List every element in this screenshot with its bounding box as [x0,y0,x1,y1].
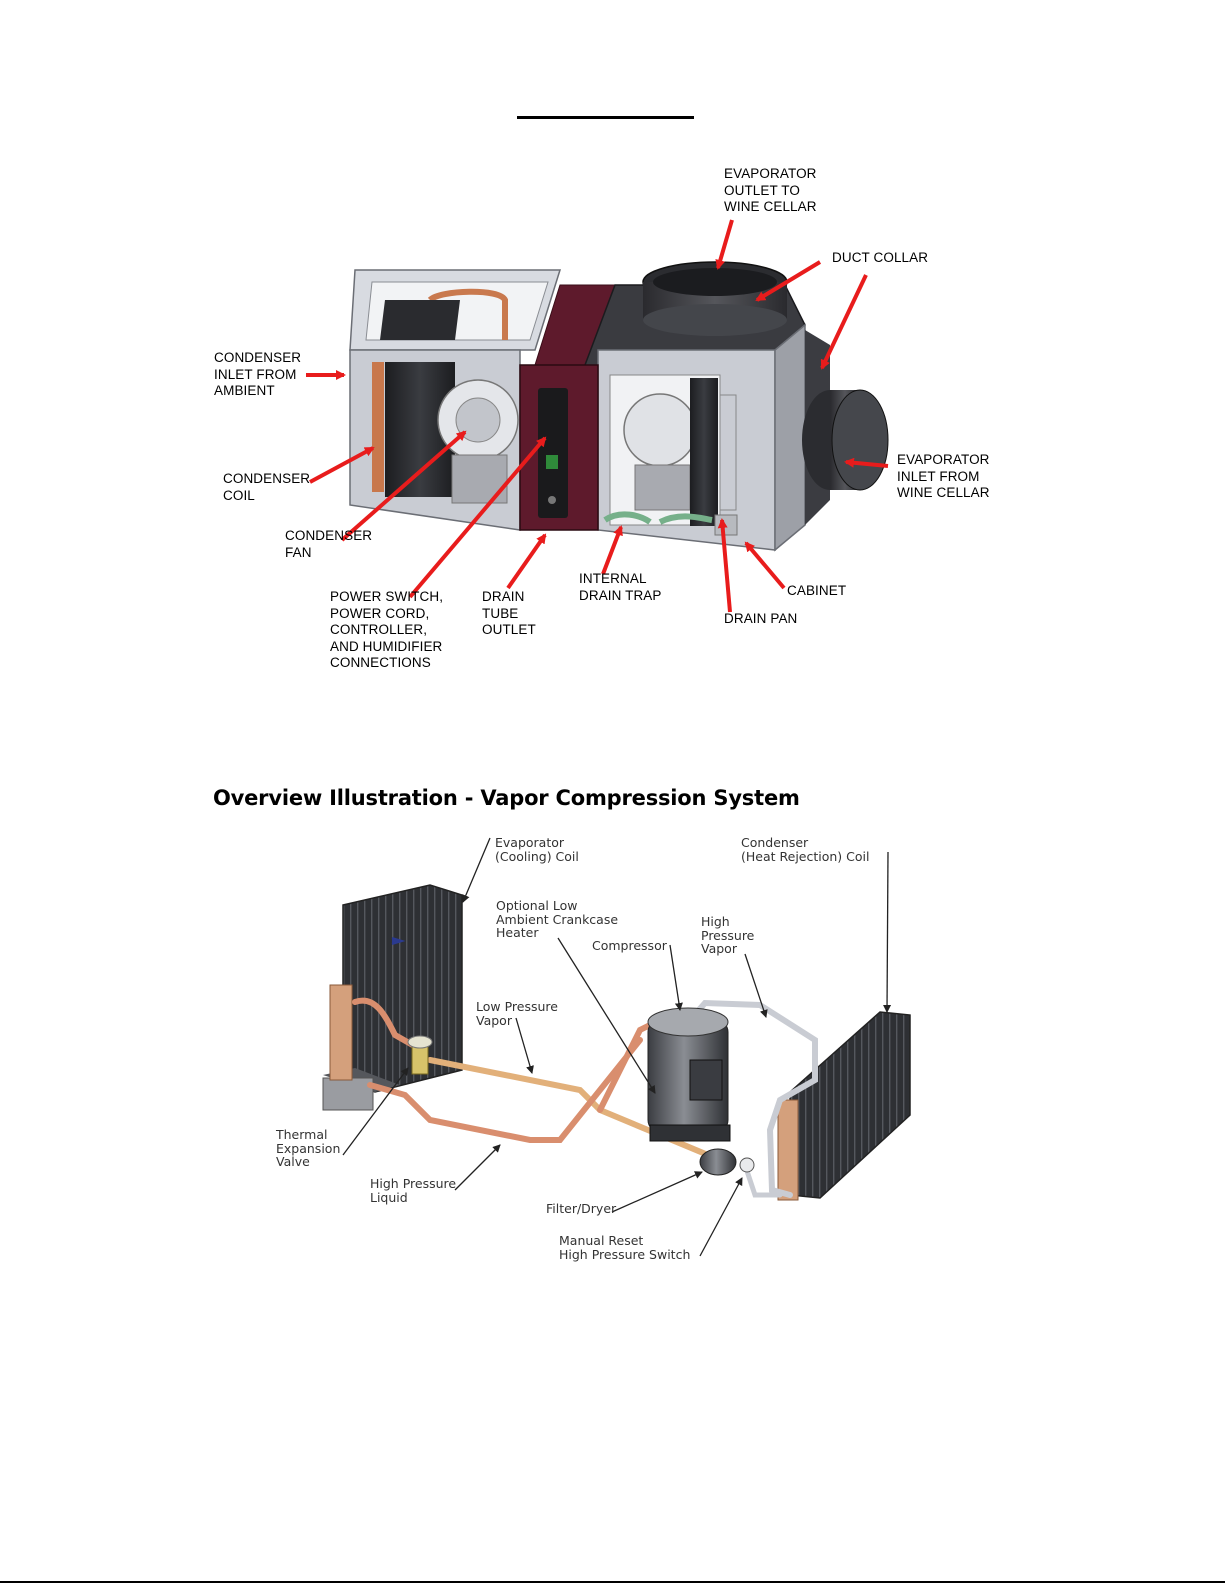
label-condenser-fan: CONDENSER FAN [285,528,373,560]
high-pressure-liquid-line [367,1037,643,1143]
arrow-condenser-coil [309,446,375,484]
label-high-pressure-liquid: High Pressure Liquid [370,1176,457,1205]
arrow-duct-collar-side [820,274,868,370]
label-power-switch: POWER SWITCH, POWER CORD, CONTROLLER, AN… [330,589,444,670]
arrow-drain-pan [717,518,732,613]
rear-fan-housing [380,300,460,340]
label-compressor: Compressor [592,938,667,953]
label-crankcase-heater: Optional Low Ambient Crankcase Heater [496,898,619,940]
arrow-power-switch [408,436,547,599]
label-low-pressure-vapor: Low Pressure Vapor [476,999,558,1028]
fan-motor-mount [451,454,508,504]
arrow-condenser-fan [340,430,467,542]
label-thermal-expansion-valve: Thermal Expansion Valve [276,1127,341,1169]
arrow-drain-tube [506,533,547,590]
arrow-evap-outlet [715,219,734,270]
condenser-coil-drawing [789,1011,911,1199]
drain-trap-tube [603,511,713,525]
label-condenser-inlet: CONDENSER INLET FROM AMBIENT [214,350,302,398]
evaporator-base [322,1077,374,1111]
evaporator-fan [623,393,697,467]
label-evaporator-cooling-coil: Evaporator (Cooling) Coil [495,835,579,864]
arrow-drain-trap [601,525,623,575]
page-bottom-rule [0,1581,1225,1583]
label-manual-reset-switch: Manual Reset High Pressure Switch [559,1233,691,1262]
condenser-fins-edge [372,362,384,492]
title-underline [517,116,694,119]
drain-pan [714,514,738,536]
label-internal-drain-trap: INTERNAL DRAIN TRAP [579,571,662,603]
wine-cellar-unit [349,261,889,552]
copper-tube [427,288,508,340]
vapor-compression-diagram [322,837,911,1257]
high-pressure-switch-drawing [739,1157,755,1173]
label-condenser-heat-rejection-coil: Condenser (Heat Rejection) Coil [741,835,870,864]
condenser-header [777,1099,799,1201]
high-pressure-vapor-line [687,999,818,1198]
arrow-duct-collar [755,260,822,302]
section-title: Overview Illustration - Vapor Compressio… [213,786,800,810]
arrow-evap-inlet [844,457,889,468]
power-switch-indicator [546,455,558,469]
label-drain-tube-outlet: DRAIN TUBE OUTLET [482,589,536,637]
evaporator-header [329,984,353,1081]
label-cabinet: CABINET [787,583,847,598]
label-high-pressure-vapor: High Pressure Vapor [701,914,755,956]
label-evaporator-outlet: EVAPORATOR OUTLET TO WINE CELLAR [724,166,817,214]
label-evaporator-inlet: EVAPORATOR INLET FROM WINE CELLAR [897,452,990,500]
arrow-cabinet [744,541,786,590]
callout-arrows [306,219,889,613]
compressor-drawing [647,1007,731,1142]
filter-dryer-drawing [699,1148,737,1176]
label-duct-collar: DUCT COLLAR [832,250,929,265]
evaporator-coil [690,378,718,526]
label-drain-pan: DRAIN PAN [724,611,798,626]
label-filter-dryer: Filter/Dryer [546,1201,617,1216]
label-condenser-coil: CONDENSER COIL [223,471,311,503]
